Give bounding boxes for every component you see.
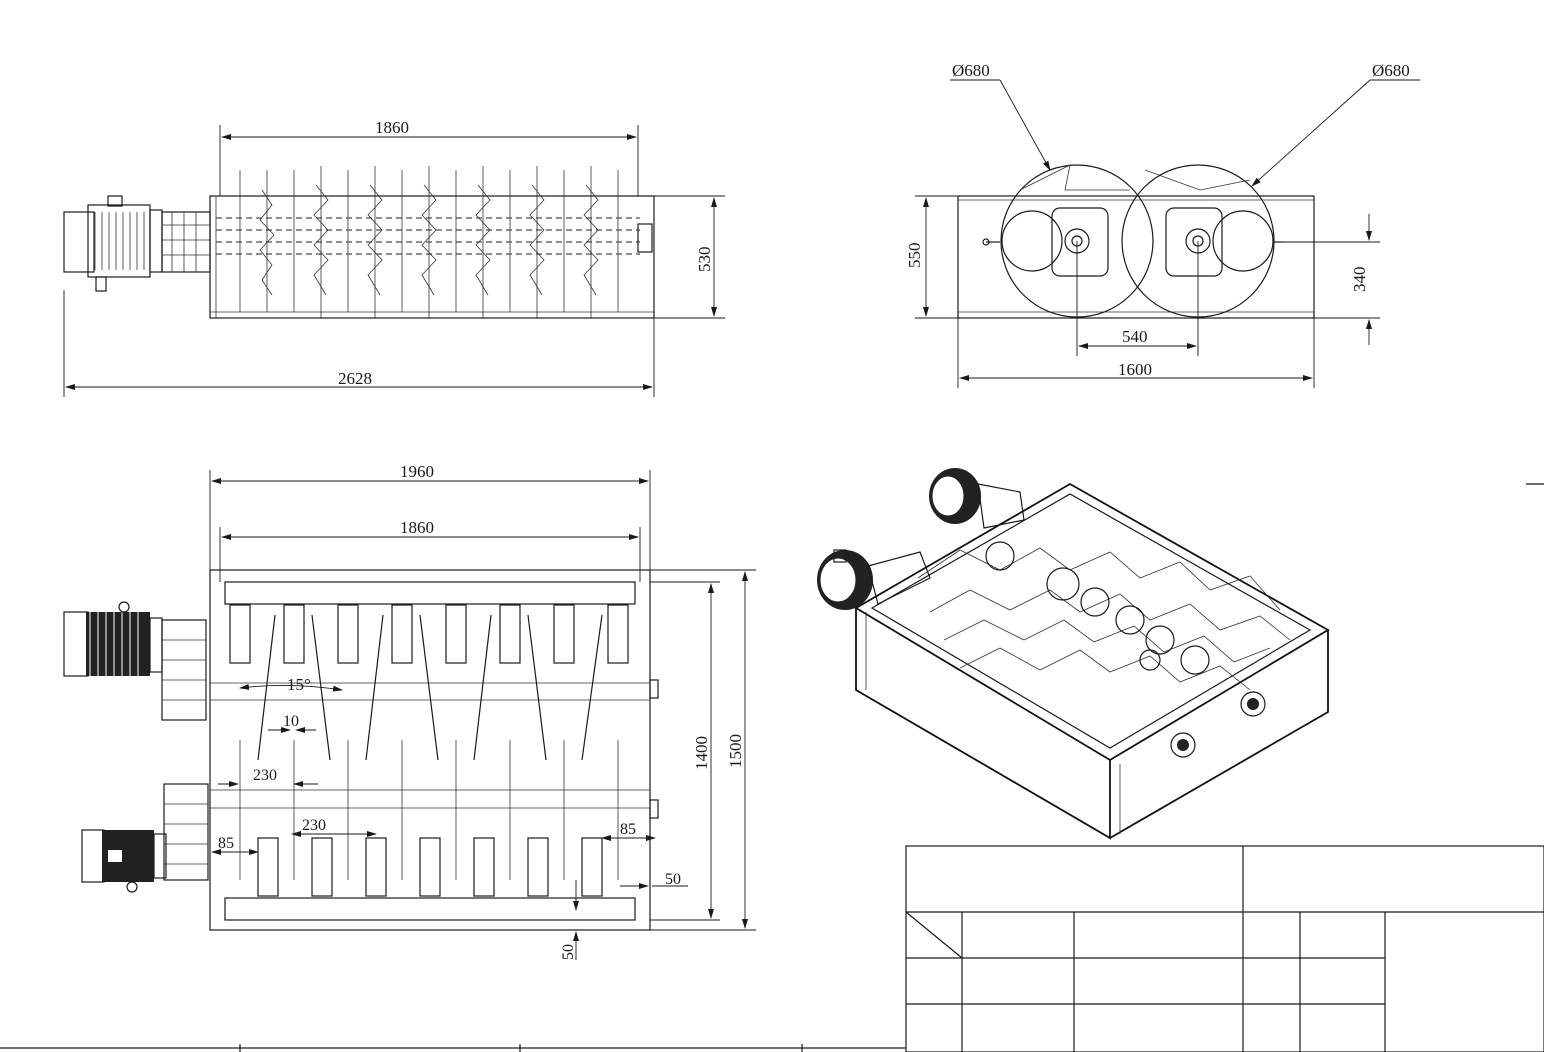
title-block	[905, 845, 1544, 1052]
dim-10: 10	[283, 713, 299, 730]
iso-rotors	[917, 547, 1291, 691]
top-view: 1860 2628 530	[63, 118, 725, 397]
blades-top-view	[239, 166, 619, 318]
drain-valve-icon	[1170, 691, 1266, 758]
dim-1400: 1400	[692, 736, 711, 770]
plan-view: 1960 1860 1400 1500 15° 10 230 230 85 85…	[63, 462, 756, 960]
dim-230-upper: 230	[253, 767, 277, 784]
dim-230-lower: 230	[302, 817, 326, 834]
gearbox-icon	[161, 211, 211, 273]
dim-50-horizontal: 50	[665, 871, 681, 888]
dim-angle-15: 15°	[287, 675, 311, 694]
dim-1500: 1500	[726, 734, 745, 768]
paddles-lower	[257, 837, 603, 897]
paddles-upper	[229, 604, 629, 664]
dim-1860-plan: 1860	[400, 518, 434, 537]
dim-85-right: 85	[620, 821, 636, 838]
dim-2628: 2628	[338, 369, 372, 388]
dim-50-vertical: 50	[560, 944, 577, 960]
dia-680-right: Ø680	[1372, 61, 1410, 80]
isometric-view	[817, 468, 1330, 840]
iso-motor-icon	[817, 468, 1025, 610]
dim-530: 530	[695, 247, 714, 273]
motor-icon	[63, 195, 163, 292]
dim-1600: 1600	[1118, 360, 1152, 379]
dim-550: 550	[905, 243, 924, 269]
end-tank-outline	[957, 195, 1315, 319]
iso-flanges	[985, 541, 1210, 675]
dim-85-left: 85	[218, 835, 234, 852]
end-view: Ø680 Ø680 550 340 540 1600	[905, 61, 1420, 388]
upper-motor-icon	[63, 601, 207, 721]
tank-outline	[209, 195, 655, 319]
lower-motor-icon	[81, 783, 209, 893]
dim-1860-top: 1860	[375, 118, 409, 137]
bottom-frame	[0, 483, 1544, 1052]
dim-340: 340	[1350, 267, 1369, 293]
plan-tank-outline	[209, 569, 651, 931]
dim-1960: 1960	[400, 462, 434, 481]
dia-680-left: Ø680	[952, 61, 990, 80]
dim-540: 540	[1122, 327, 1148, 346]
